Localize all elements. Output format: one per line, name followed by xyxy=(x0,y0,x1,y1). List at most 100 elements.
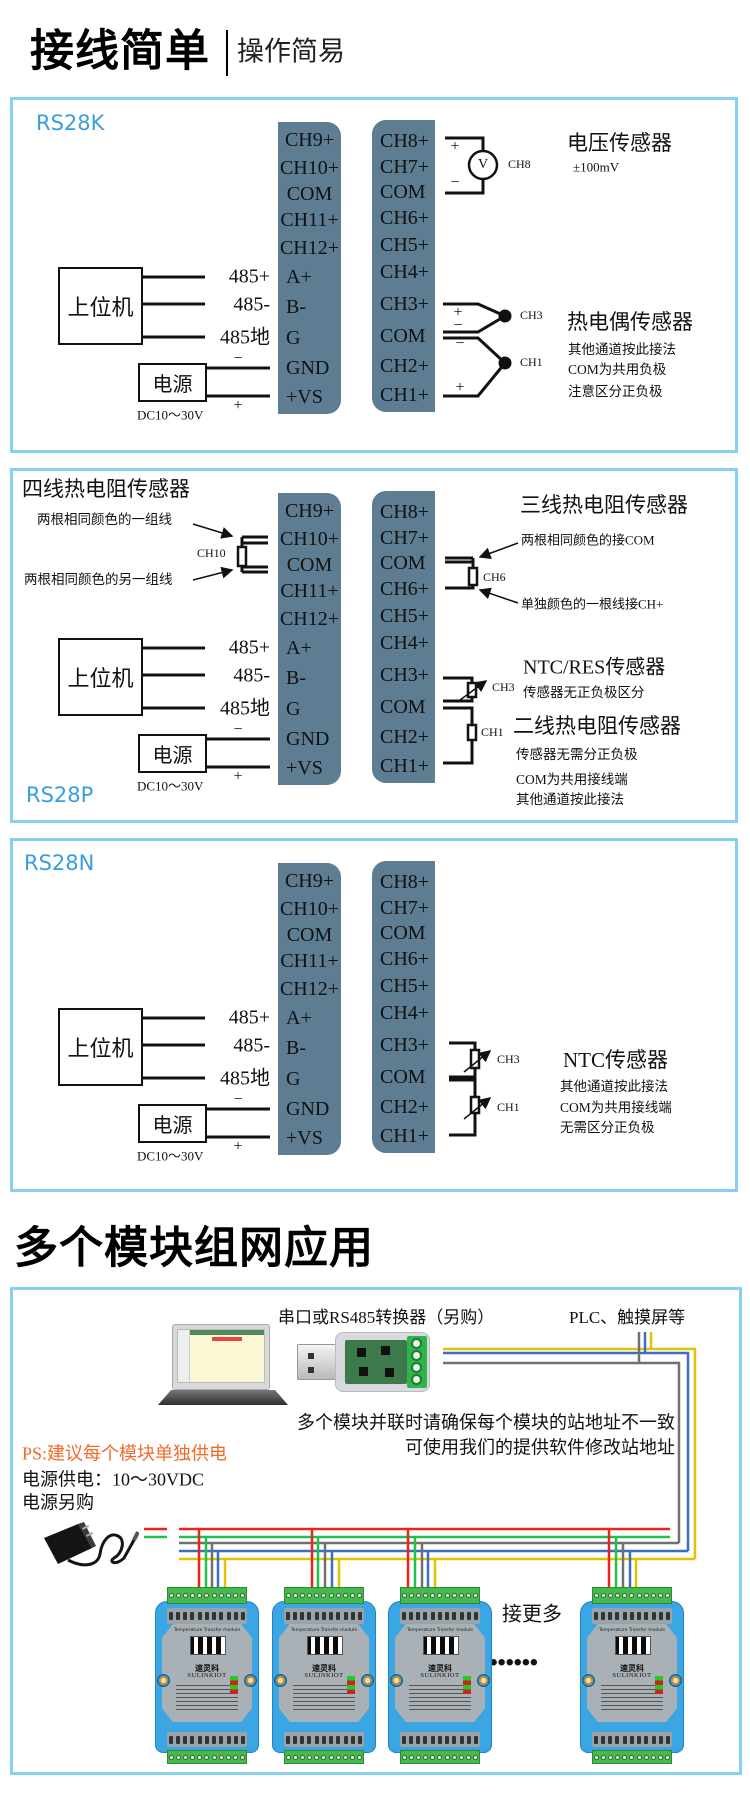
terminal-screw-icon xyxy=(444,1593,450,1598)
thermocouple-note: 注意区分正负极 xyxy=(568,384,663,400)
power-plus-sign: + xyxy=(233,397,243,414)
terminal-label: CH2+ xyxy=(380,726,430,748)
section-subtitle: 操作简易 xyxy=(237,36,345,68)
signal-485-minus: 485- xyxy=(233,1034,270,1057)
power-wires xyxy=(207,366,270,398)
pin-label xyxy=(336,1735,341,1744)
plc-wires xyxy=(637,1332,653,1363)
pin-label xyxy=(401,1735,406,1744)
two-wire-rtd-symbol xyxy=(443,706,478,765)
spec-table xyxy=(293,1682,355,1712)
terminal-screw-icon xyxy=(615,1754,621,1760)
terminal-screw-icon xyxy=(664,1754,670,1760)
bus-wires xyxy=(179,1527,695,1561)
status-leds xyxy=(347,1676,355,1694)
pin-label xyxy=(401,1612,406,1620)
pin-label xyxy=(329,1735,334,1744)
thermocouple-ch1-symbol xyxy=(443,336,512,398)
terminal-label: CH8+ xyxy=(380,501,430,523)
terminal-label: CH9+ xyxy=(284,870,335,892)
oled-display xyxy=(423,1636,459,1655)
converter-terminal xyxy=(407,1336,427,1388)
spec-table xyxy=(176,1682,238,1712)
terminal-screw-icon xyxy=(409,1593,415,1598)
host-computer-label: 上位机 xyxy=(67,1036,134,1061)
terminal-screw-icon xyxy=(472,1754,478,1760)
power-supply-spec: 电源供电：10～30VDC xyxy=(22,1469,205,1490)
power-wires xyxy=(207,737,270,769)
pin-label xyxy=(467,1612,472,1620)
terminal-screw-icon xyxy=(232,1593,238,1598)
terminal-screw-icon xyxy=(342,1754,348,1760)
terminal-screw-icon xyxy=(472,1593,478,1598)
pin-label xyxy=(351,1612,356,1620)
pin-label xyxy=(234,1735,239,1744)
screw-terminal-top xyxy=(592,1587,672,1604)
header-divider xyxy=(226,30,228,76)
terminal-screw-icon xyxy=(423,1754,429,1760)
terminal-label: CH5+ xyxy=(380,975,430,997)
pin-label xyxy=(416,1735,421,1744)
voltage-plus-sign: + xyxy=(450,138,460,155)
terminal-screw-icon xyxy=(636,1593,642,1598)
thermistor-arrows xyxy=(463,1050,492,1120)
pin-label-strip-bottom xyxy=(167,1732,247,1747)
thermocouple-sign: + xyxy=(455,379,465,396)
mounting-screw-icon xyxy=(582,1674,595,1687)
pin-label-strip-top xyxy=(400,1608,480,1624)
module-header-text: Temperature Transfer module xyxy=(598,1628,666,1633)
voltage-sensor-title: 电压传感器 xyxy=(567,130,672,155)
mounting-screw-icon xyxy=(361,1674,374,1687)
ntc-channel-ch1: CH1 xyxy=(497,1100,520,1115)
pin-label xyxy=(175,1612,180,1620)
terminal-screw-icon xyxy=(293,1754,299,1760)
three-wire-channel: CH6 xyxy=(483,570,506,585)
terminal-screw-icon xyxy=(458,1593,464,1598)
host-computer-label: 上位机 xyxy=(67,666,134,691)
power-minus-sign: − xyxy=(233,1091,243,1108)
brand-name-cn: 速灵科 xyxy=(620,1664,644,1673)
terminal-screw-icon xyxy=(328,1754,334,1760)
ntc-note: 无需区分正负极 xyxy=(560,1120,655,1136)
pin-label xyxy=(285,1612,290,1620)
converter-wires xyxy=(443,1347,697,1559)
terminal-screw-icon xyxy=(321,1754,327,1760)
terminal-screw-icon xyxy=(657,1593,663,1598)
two-wire-note: 传感器无需分正负极 xyxy=(516,747,638,763)
terminal-label: CH10+ xyxy=(279,898,340,920)
terminal-label: B- xyxy=(286,296,306,318)
thermocouple-channel-ch3: CH3 xyxy=(520,308,543,323)
host-computer-label: 上位机 xyxy=(67,295,134,320)
pin-label xyxy=(307,1735,312,1744)
spec-table xyxy=(601,1682,663,1712)
model-label: RS28P xyxy=(26,782,94,807)
pin-label xyxy=(437,1735,442,1744)
section-title-network: 多个模块组网应用 xyxy=(14,1222,374,1274)
terminal-label: CH7+ xyxy=(380,527,430,549)
ps-note: PS:建议每个模块单独供电 xyxy=(22,1443,228,1464)
terminal-screw-icon xyxy=(225,1754,231,1760)
usb-rs485-converter-image xyxy=(297,1332,430,1392)
more-modules-label: 接更多 xyxy=(502,1603,562,1626)
pin-label xyxy=(336,1612,341,1620)
pin-label xyxy=(212,1612,217,1620)
terminal-screw-icon xyxy=(190,1754,196,1760)
pin-label xyxy=(343,1735,348,1744)
terminal-screw-icon xyxy=(465,1593,471,1598)
host-computer-box: 上位机 xyxy=(58,638,143,716)
host-computer-box: 上位机 xyxy=(58,267,143,345)
pin-label xyxy=(190,1735,195,1744)
terminal-screw-icon xyxy=(458,1754,464,1760)
four-wire-channel: CH10 xyxy=(197,546,226,561)
pin-label xyxy=(637,1735,642,1744)
terminal-screw-icon xyxy=(643,1754,649,1760)
power-supply-box: 电源 xyxy=(138,1104,207,1143)
terminal-screw-icon xyxy=(416,1754,422,1760)
screw-terminal-top xyxy=(284,1587,364,1604)
terminal-screw-icon xyxy=(204,1593,210,1598)
terminal-screw-icon xyxy=(664,1593,670,1598)
wiring-lines xyxy=(143,523,519,769)
two-wire-note: 其他通道按此接法 xyxy=(516,792,624,808)
